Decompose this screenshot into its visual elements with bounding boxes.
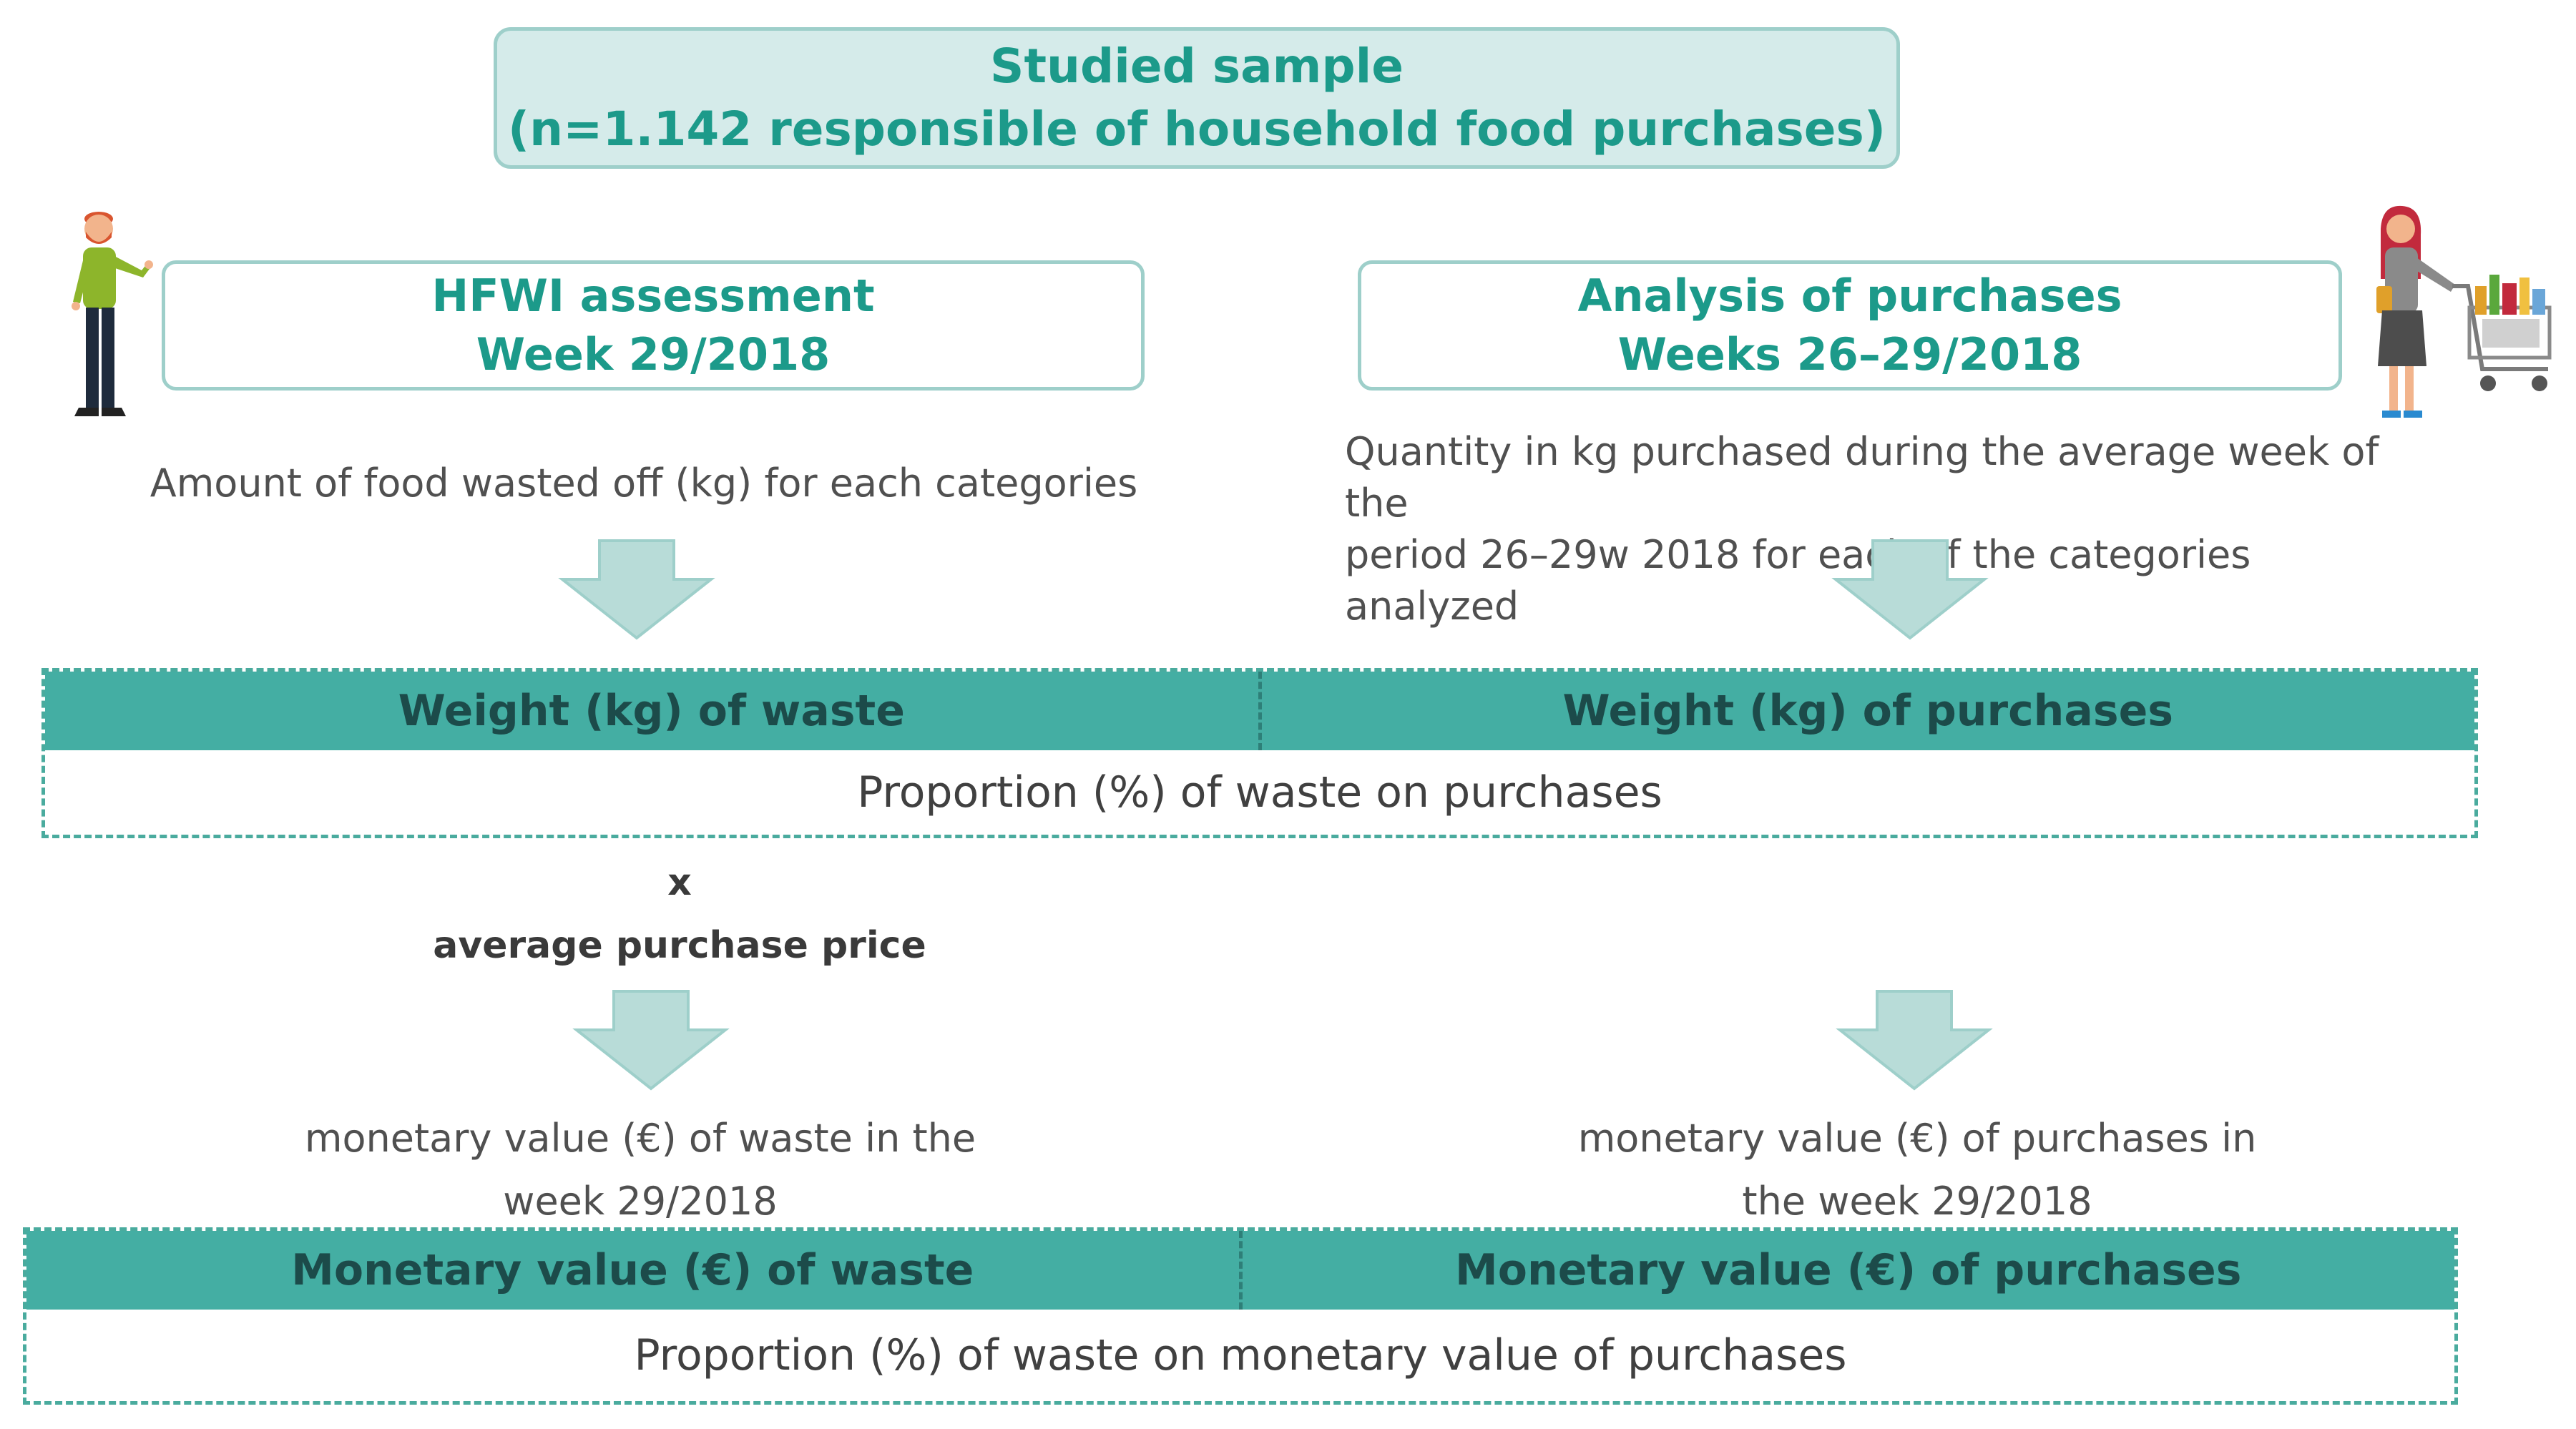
monetary-band-header: Monetary value (€) of waste Monetary val… <box>26 1231 2454 1310</box>
monetary-value-of-waste-label: Monetary value (€) of waste <box>26 1231 1243 1310</box>
multiply-symbol: x <box>667 861 692 904</box>
weight-band: Weight (kg) of waste Weight (kg) of purc… <box>41 668 2478 838</box>
man-figure-icon <box>72 212 153 416</box>
monetary-value-of-purchases-label: Monetary value (€) of purchases <box>1455 1245 2242 1295</box>
monetary-purchases-description-line2: the week 29/2018 <box>1742 1179 2092 1224</box>
hfwi-week: Week 29/2018 <box>476 328 831 380</box>
monetary-waste-description-line2: week 29/2018 <box>503 1179 778 1224</box>
monetary-proportion-label: Proportion (%) of waste on monetary valu… <box>634 1330 1847 1380</box>
down-arrow-icon <box>572 990 730 1091</box>
monetary-band: Monetary value (€) of waste Monetary val… <box>23 1227 2458 1405</box>
purchases-description: Quantity in kg purchased during the aver… <box>1345 426 2404 632</box>
purchases-weeks: Weeks 26–29/2018 <box>1617 328 2082 380</box>
monetary-waste-description: monetary value (€) of waste in the week … <box>236 1107 1044 1233</box>
hfwi-description: Amount of food wasted off (kg) for each … <box>150 461 1138 506</box>
hfwi-assessment-box: HFWI assessment Week 29/2018 <box>162 260 1145 391</box>
weight-proportion-label: Proportion (%) of waste on purchases <box>857 767 1662 817</box>
monetary-waste-description-line1: monetary value (€) of waste in the <box>304 1116 976 1161</box>
average-purchase-price-label: average purchase price <box>433 924 926 967</box>
purchases-description-line1: Quantity in kg purchased during the aver… <box>1345 429 2379 526</box>
sample-subtitle: (n=1.142 responsible of household food p… <box>508 102 1886 157</box>
sample-title: Studied sample <box>989 39 1404 94</box>
weight-band-header: Weight (kg) of waste Weight (kg) of purc… <box>45 672 2474 750</box>
analysis-of-purchases-box: Analysis of purchases Weeks 26–29/2018 <box>1358 260 2342 391</box>
studied-sample-box: Studied sample (n=1.142 responsible of h… <box>494 27 1900 169</box>
monetary-purchases-description-line1: monetary value (€) of purchases in <box>1577 1116 2257 1161</box>
woman-with-cart-icon <box>2376 205 2552 418</box>
down-arrow-icon <box>558 539 715 640</box>
weight-of-waste-label: Weight (kg) of waste <box>45 672 1262 750</box>
purchases-title: Analysis of purchases <box>1577 270 2122 322</box>
weight-of-purchases-label: Weight (kg) of purchases <box>1562 686 2173 736</box>
down-arrow-icon <box>1831 539 1989 640</box>
purchases-description-line2: period 26–29w 2018 for each of the categ… <box>1345 532 2251 629</box>
hfwi-title: HFWI assessment <box>431 270 875 322</box>
monetary-purchases-description: monetary value (€) of purchases in the w… <box>1524 1107 2311 1233</box>
down-arrow-icon <box>1836 990 1993 1091</box>
